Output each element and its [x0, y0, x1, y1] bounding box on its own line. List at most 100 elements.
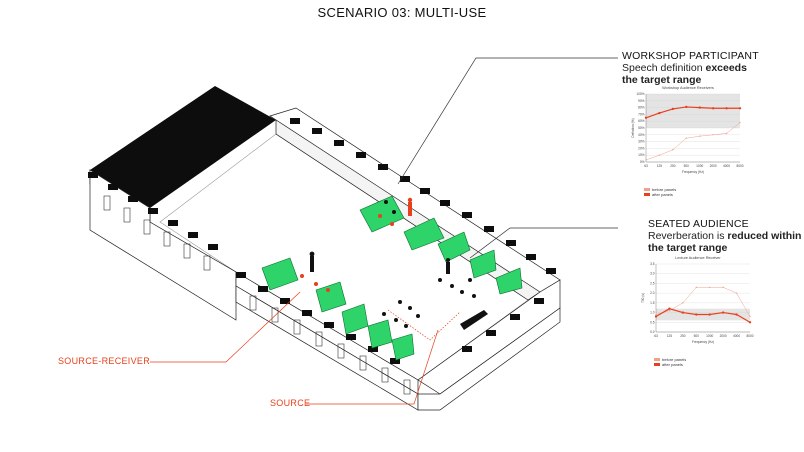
- y-tick-label: 10%: [638, 153, 645, 157]
- wall-base-east: [417, 307, 561, 411]
- people-red: [300, 197, 413, 292]
- series-line-0: [645, 122, 741, 161]
- y-tick-label: 3.5: [650, 262, 655, 266]
- y-axis-label: Definition (%): [631, 118, 635, 137]
- data-point: [685, 105, 688, 109]
- y-tick-label: 0%: [640, 160, 645, 164]
- legend-item: after panels: [644, 192, 746, 197]
- y-tick-label: 100%: [636, 92, 644, 96]
- leader-lines: [150, 57, 618, 405]
- y-tick-label: 0.0: [650, 330, 655, 334]
- data-point: [748, 321, 752, 324]
- chart-workshop: Workshop Audience Receivers 0%10%20%30%4…: [630, 86, 746, 198]
- data-point: [685, 137, 687, 139]
- label-source: SOURCE: [270, 398, 311, 408]
- y-tick-label: 30%: [638, 140, 645, 144]
- y-tick-label: 1.5: [650, 301, 655, 305]
- x-tick-label: 63: [654, 334, 658, 338]
- data-point: [735, 292, 738, 294]
- y-tick-label: 70%: [638, 112, 645, 116]
- x-tick-label: 1000: [696, 164, 703, 168]
- wall-crenellations: [88, 118, 556, 364]
- x-tick-label: 125: [667, 334, 673, 338]
- data-point: [658, 154, 661, 156]
- x-tick-label: 8000: [736, 164, 743, 168]
- legend-item: before panels: [654, 357, 756, 362]
- data-point: [681, 311, 685, 314]
- callout-workshop: WORKSHOP PARTICIPANT Speech definition e…: [622, 50, 802, 86]
- callout-workshop-text: Speech definition exceeds the target ran…: [622, 62, 747, 86]
- data-point: [709, 286, 711, 289]
- y-tick-label: 50%: [638, 126, 645, 130]
- wall-top-northwest: [90, 86, 276, 208]
- chart-seated-plot: 0.0 0.5 1.0 1.5 2.0 2.5 3.0 3.5 63 125 250 500 1000 2…: [641, 262, 754, 344]
- data-point: [708, 313, 711, 316]
- y-axis-label: T30 (s): [641, 293, 645, 303]
- data-point: [695, 313, 698, 316]
- series-line-1: [655, 308, 751, 323]
- x-axis-label: Frequency (Hz): [692, 340, 714, 344]
- data-point: [668, 309, 671, 312]
- y-tick-label: 2.0: [650, 291, 655, 295]
- data-point: [655, 313, 657, 316]
- y-tick-label: 80%: [638, 106, 645, 110]
- chart-seated: Lecture Audience Receiver 0.0 0.5 1.0 1.5 2.…: [640, 256, 756, 368]
- x-tick-label: 8000: [746, 334, 753, 338]
- data-point: [698, 106, 701, 109]
- chart-workshop-title: Workshop Audience Receivers: [662, 86, 714, 90]
- x-tick-label: 500: [684, 164, 690, 168]
- data-point: [654, 315, 658, 318]
- y-tick-label: 2.5: [650, 281, 655, 285]
- y-tick-label: 90%: [638, 99, 645, 103]
- wall-openings: [103, 195, 411, 395]
- data-point: [645, 159, 647, 161]
- y-tick-label: 40%: [638, 133, 645, 137]
- x-tick-label: 2000: [720, 334, 727, 338]
- chart-workshop-legend: before panels after panels: [630, 187, 746, 197]
- data-point: [712, 134, 714, 136]
- acoustic-panels: [261, 195, 523, 361]
- x-tick-label: 2000: [710, 164, 717, 168]
- data-point: [735, 313, 738, 316]
- data-point: [682, 302, 684, 304]
- data-point: [695, 286, 697, 289]
- data-point: [725, 132, 728, 135]
- data-point: [725, 107, 728, 110]
- data-point: [738, 107, 742, 110]
- label-source-receiver: SOURCE-RECEIVER: [58, 356, 151, 366]
- y-tick-label: 1.0: [650, 311, 655, 315]
- page-title: SCENARIO 03: MULTI-USE: [317, 5, 487, 20]
- legend-item: after panels: [654, 362, 756, 367]
- data-point: [671, 107, 675, 111]
- x-axis-label: Frequency (Hz): [682, 170, 704, 174]
- x-tick-label: 500: [694, 334, 700, 338]
- x-tick-label: 125: [657, 164, 663, 168]
- x-tick-label: 63: [644, 164, 648, 168]
- people-black: [309, 200, 476, 328]
- bench: [460, 310, 488, 330]
- data-point: [749, 315, 751, 318]
- target-band: [646, 94, 740, 128]
- y-tick-label: 60%: [638, 119, 645, 123]
- x-tick-label: 1000: [706, 334, 713, 338]
- callout-seated-text: Reverberation is reduced within the targ…: [648, 230, 802, 254]
- data-point: [711, 107, 715, 110]
- data-point: [721, 311, 725, 314]
- callout-workshop-heading: WORKSHOP PARTICIPANT: [622, 50, 759, 62]
- series-line-1: [645, 106, 740, 119]
- data-point: [644, 116, 648, 119]
- y-tick-label: 0.5: [650, 320, 655, 324]
- data-point: [672, 149, 674, 151]
- y-tick-label: 3.0: [650, 272, 655, 276]
- x-tick-label: 250: [670, 164, 676, 168]
- legend-item: before panels: [644, 187, 746, 192]
- x-tick-label: 250: [680, 334, 686, 338]
- chart-seated-legend: before panels after panels: [640, 357, 756, 367]
- data-point: [658, 111, 661, 115]
- x-tick-label: 4000: [723, 164, 730, 168]
- data-point: [722, 286, 724, 289]
- chart-seated-title: Lecture Audience Receiver: [675, 256, 721, 260]
- data-point: [699, 135, 701, 137]
